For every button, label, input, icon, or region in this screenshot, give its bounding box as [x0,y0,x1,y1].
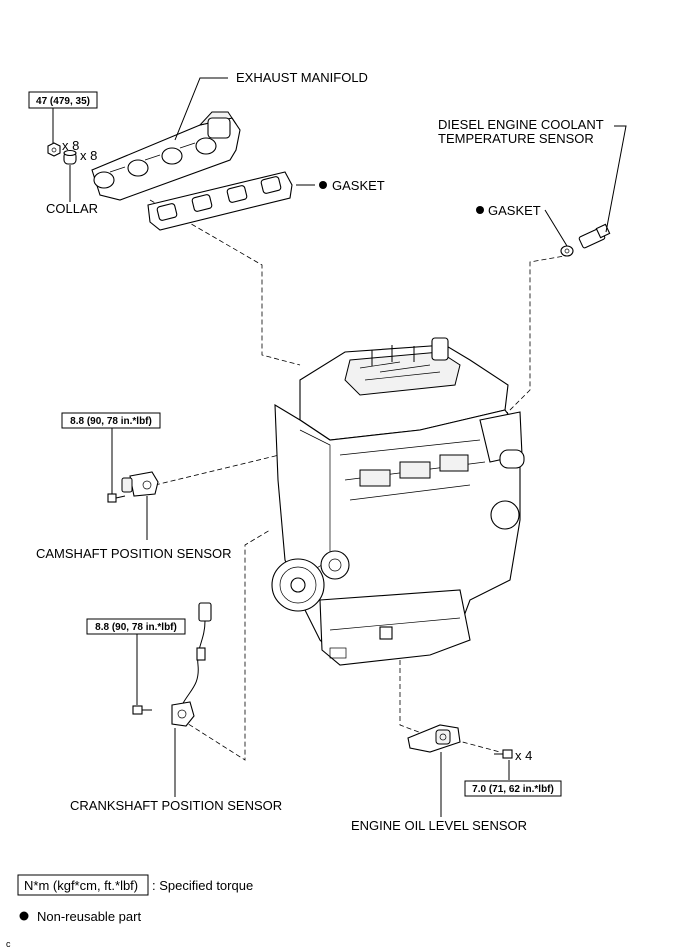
torque-box-camshaft: 8.8 (90, 78 in.*lbf) [61,412,161,429]
engine-block [271,337,525,666]
oil-level-bolt [494,749,513,759]
label-qty-nut: x 8 [62,138,79,153]
label-coolant-sensor-line2: TEMPERATURE SENSOR [438,131,594,146]
camshaft-position-sensor [121,471,159,497]
svg-text:47 (479, 35): 47 (479, 35) [36,96,90,107]
label-gasket-sensor: GASKET [488,203,541,218]
label-crankshaft-sensor: CRANKSHAFT POSITION SENSOR [70,798,282,813]
assembly-guide-lines [149,199,571,761]
crankshaft-position-sensor [171,602,212,727]
svg-text:7.0 (71, 62 in.*lbf): 7.0 (71, 62 in.*lbf) [472,784,554,795]
legend-torque-box [17,874,149,896]
label-collar: COLLAR [46,201,98,216]
coolant-temperature-sensor [560,223,611,257]
crankshaft-bolt [132,705,152,715]
label-coolant-sensor-line1: DIESEL ENGINE COOLANT [438,117,604,132]
label-camshaft-sensor: CAMSHAFT POSITION SENSOR [36,546,232,561]
nonreusable-bullet-icon [319,181,327,189]
manifold-nut [47,142,61,157]
corner-mark: c [6,939,11,949]
legend: N*m (kgf*cm, ft.*lbf) : Specified torque… [17,874,253,924]
label-gasket-manifold: GASKET [332,178,385,193]
legend-torque-text: : Specified torque [152,878,253,893]
manifold-gasket [147,171,293,231]
torque-box-oil-level: 7.0 (71, 62 in.*lbf) [464,780,562,797]
label-qty-collar: x 8 [80,148,97,163]
nonreusable-bullet-icon [476,206,484,214]
label-oil-level-sensor: ENGINE OIL LEVEL SENSOR [351,818,527,833]
torque-box-crankshaft: 8.8 (90, 78 in.*lbf) [86,618,186,635]
engine-oil-level-sensor [407,724,461,753]
svg-text:8.8 (90, 78 in.*lbf): 8.8 (90, 78 in.*lbf) [95,622,177,633]
label-exhaust-manifold: EXHAUST MANIFOLD [236,70,368,85]
legend-nonreusable-text: Non-reusable part [37,909,141,924]
torque-box-manifold: 47 (479, 35) [28,91,98,109]
legend-torque-box-text: N*m (kgf*cm, ft.*lbf) [24,878,138,893]
camshaft-bolt [107,493,126,503]
exhaust-manifold [91,111,241,201]
svg-text:8.8 (90, 78 in.*lbf): 8.8 (90, 78 in.*lbf) [70,416,152,427]
label-qty-oil-bolts: x 4 [515,748,532,763]
legend-bullet-icon [19,911,29,921]
manifold-collar [63,149,77,165]
